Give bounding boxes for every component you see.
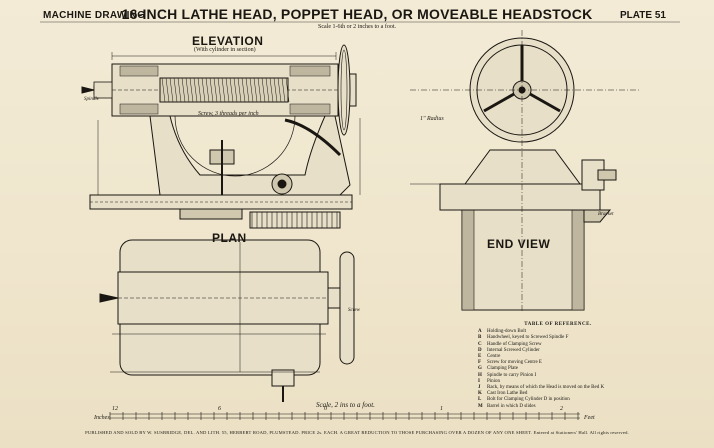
reference-row: D Internal Screwed Cylinder	[478, 348, 638, 354]
scale-bar	[109, 412, 580, 420]
reference-row: C Handle of Clamping Screw	[478, 342, 638, 348]
reference-text: Cast Iron Lathe Bed	[487, 391, 528, 397]
reference-text: Bolt for Clamping Cylinder D in position	[487, 397, 570, 403]
reference-row: M Barrel in which D slides	[478, 404, 638, 410]
series-title: MACHINE DRAWING	[43, 10, 146, 21]
plan-label: PLAN	[212, 231, 247, 245]
reference-row: L Bolt for Clamping Cylinder D in positio…	[478, 397, 638, 403]
scale-note: Scale, 2 ins to a foot.	[316, 401, 375, 409]
reference-key: I	[478, 378, 480, 384]
reference-row: A Holding-down Bolt	[478, 329, 638, 335]
reference-key: L	[478, 397, 482, 403]
spindle-tag: Spindle	[84, 97, 99, 102]
reference-text: Handle of Clamping Screw	[487, 341, 542, 347]
reference-key: J	[478, 385, 481, 391]
reference-key: H	[478, 372, 482, 378]
reference-text: Holding-down Bolt	[487, 329, 527, 335]
elevation-label: ELEVATION	[192, 34, 264, 48]
scale-number: 6	[218, 406, 221, 412]
scale-number: 2	[560, 406, 563, 412]
reference-key: M	[478, 403, 483, 409]
reference-key: A	[478, 329, 482, 335]
plate-number: PLATE 51	[620, 10, 666, 21]
reference-row: I Pinion	[478, 379, 638, 385]
reference-text: Screw for moving Centre E	[487, 360, 542, 366]
reference-text: Clamping Plate	[487, 366, 518, 372]
scale-number: 1	[440, 406, 443, 412]
reference-key: K	[478, 391, 482, 397]
reference-key: B	[478, 335, 482, 341]
reference-key: C	[478, 341, 482, 347]
reference-row: H Spindle to carry Pinion I	[478, 373, 638, 379]
plate-title: 16-INCH LATHE HEAD, POPPET HEAD, OR MOVE…	[121, 6, 593, 22]
reference-row: K Cast Iron Lathe Bed	[478, 391, 638, 397]
end-view	[410, 30, 640, 312]
reference-text: Centre	[487, 354, 501, 360]
reference-text: Pinion	[487, 378, 501, 384]
reference-key: E	[478, 354, 482, 360]
scale-number: 12	[112, 406, 118, 412]
radius-annotation: 1" Radius	[420, 116, 444, 122]
elevation-note: (With cylinder in section)	[194, 47, 256, 53]
screw-tag: Screw	[348, 308, 361, 313]
reference-text: Internal Screwed Cylinder	[487, 347, 540, 353]
reference-row: G Clamping Plate	[478, 366, 638, 372]
reference-row: J Rack, by means of which the Head is mov…	[478, 385, 638, 391]
inches-label: Inches	[94, 415, 110, 421]
reference-key: G	[478, 366, 482, 372]
reference-row: E Centre	[478, 354, 638, 360]
reference-text: Handwheel, keyed to Screwed Spindle F	[487, 335, 569, 341]
reference-key: D	[478, 347, 482, 353]
bracket-tag: Bracket	[598, 212, 614, 217]
reference-row: B Handwheel, keyed to Screwed Spindle F	[478, 335, 638, 341]
reference-title: TABLE OF REFERENCE.	[524, 322, 592, 327]
end-view-label: END VIEW	[487, 237, 551, 251]
reference-key: F	[478, 360, 482, 366]
reference-row: F Screw for moving Centre E	[478, 360, 638, 366]
reference-text: Spindle to carry Pinion I	[487, 372, 537, 378]
feet-label: Feet	[584, 415, 595, 421]
screw-annotation: Screw, 3 threads per inch	[198, 111, 259, 117]
reference-text: Barrel in which D slides	[487, 403, 536, 409]
elevation-view	[81, 44, 361, 229]
publisher-footer: PUBLISHED AND SOLD BY W. SUSBRIDGE, DEL.…	[85, 430, 629, 435]
plan-view	[99, 239, 355, 402]
scale-caption: Scale 1-6th or 2 inches to a foot.	[318, 24, 396, 30]
scale-number: 0	[324, 406, 327, 412]
reference-text: Rack, by means of which the Head is move…	[487, 385, 605, 391]
